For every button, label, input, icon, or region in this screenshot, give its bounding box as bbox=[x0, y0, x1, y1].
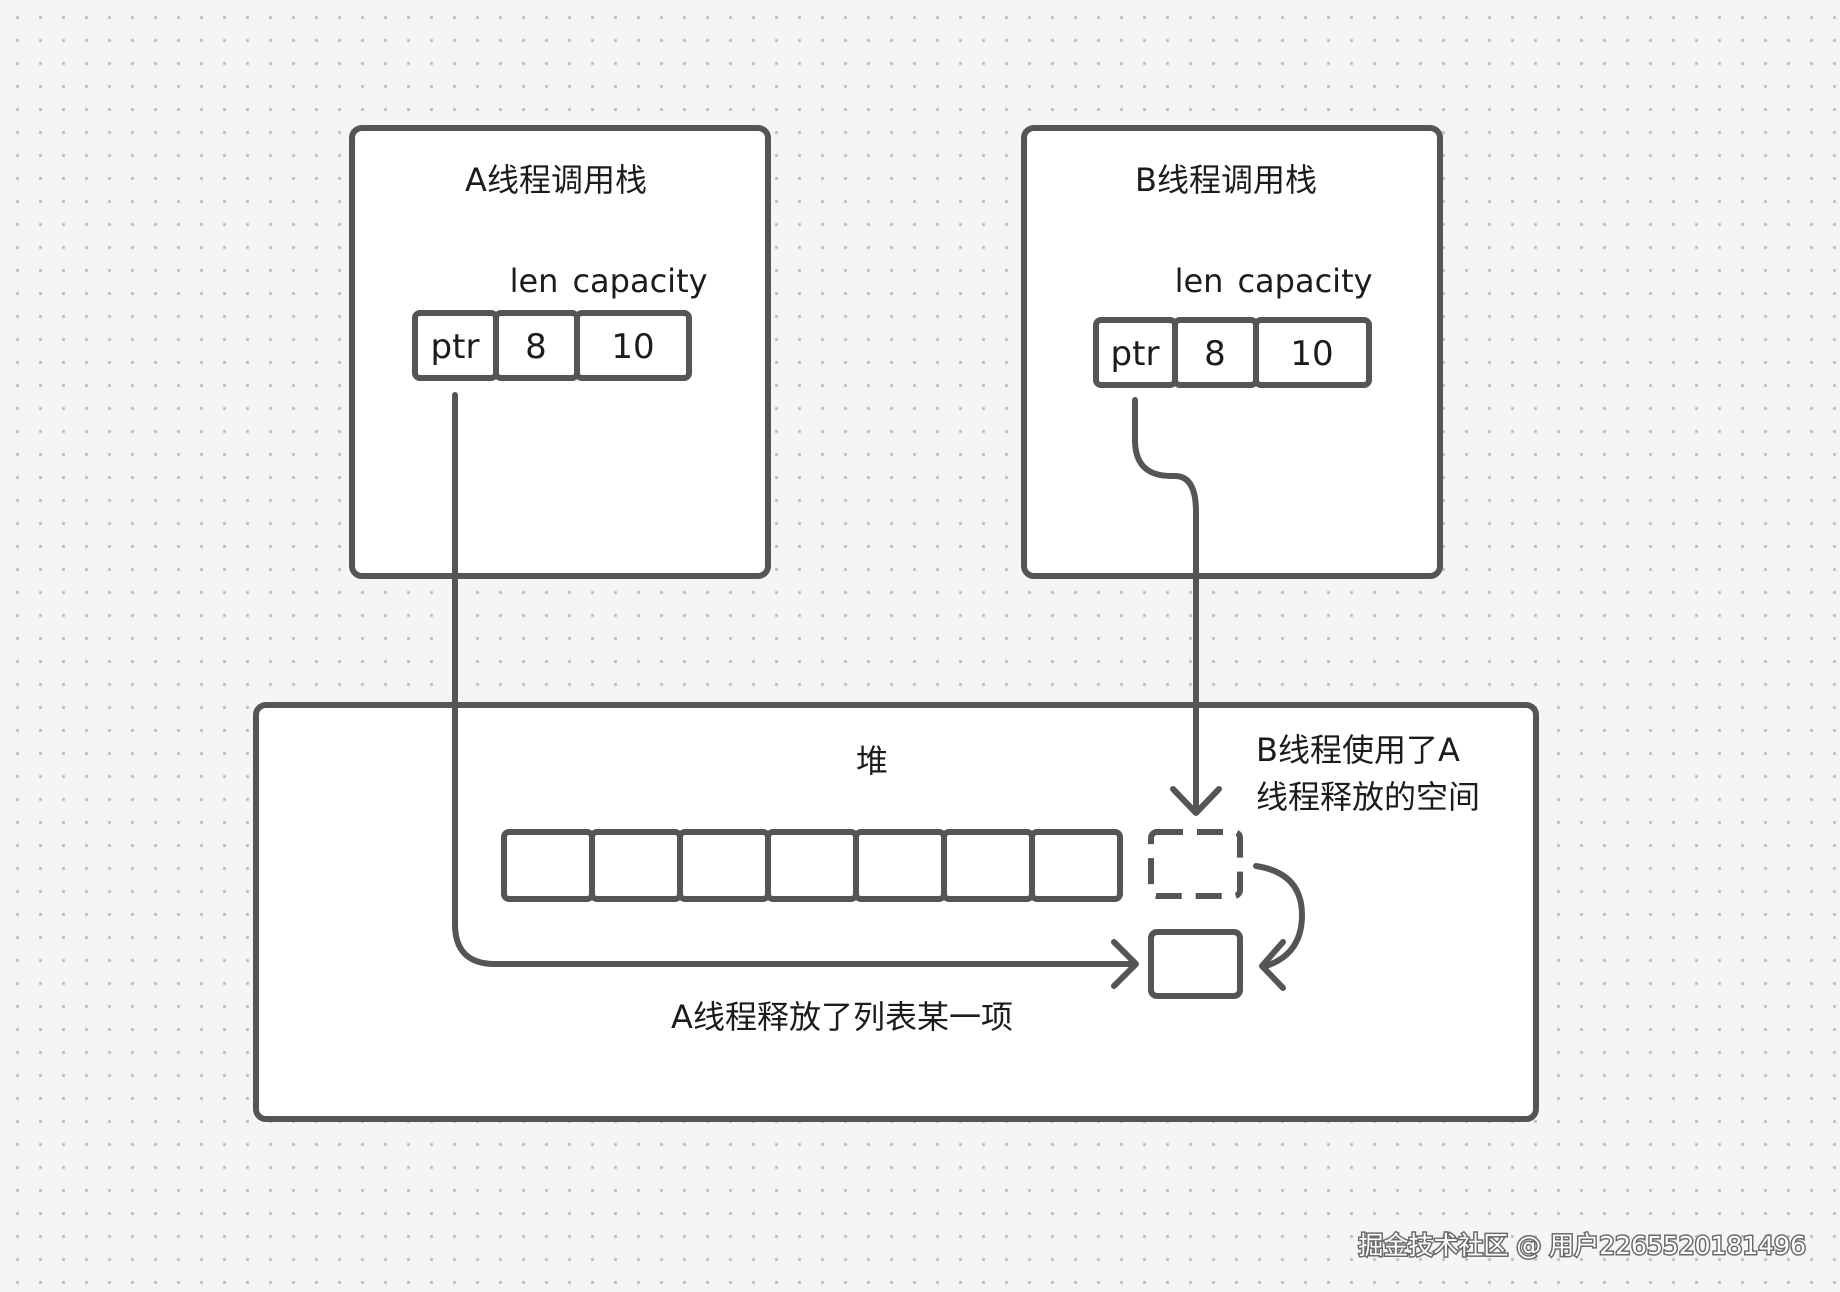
stack-b-pointer-arrowhead bbox=[1170, 786, 1222, 816]
stack-b-pointer-line bbox=[1132, 397, 1199, 815]
heap-note-a: A线程释放了列表某一项 bbox=[671, 998, 1013, 1036]
stack-a-panel: A线程调用栈 len capacity ptr 8 10 bbox=[349, 125, 771, 579]
stack-a-pointer-line bbox=[452, 392, 1137, 967]
heap-freed-slot bbox=[1148, 929, 1243, 999]
stack-b-len-value: 8 bbox=[1204, 334, 1226, 374]
heap-title: 堆 bbox=[856, 742, 888, 780]
heap-slot-3 bbox=[677, 829, 771, 902]
heap-slot-5 bbox=[853, 829, 947, 902]
heap-slot-list bbox=[501, 829, 1123, 902]
heap-slot-6 bbox=[941, 829, 1035, 902]
heap-slot-1 bbox=[501, 829, 595, 902]
watermark: 掘金技术社区 @ 用户2265520181496 bbox=[1358, 1231, 1806, 1260]
stack-b-capacity-value: 10 bbox=[1290, 334, 1333, 374]
heap-note-b-line2: 线程释放的空间 bbox=[1256, 778, 1480, 816]
heap-box bbox=[253, 702, 1539, 1122]
stack-b-capacity-cell bbox=[1253, 317, 1372, 388]
stack-b-panel: B线程调用栈 len capacity ptr 8 10 bbox=[1021, 125, 1443, 579]
heap-slot-7 bbox=[1029, 829, 1123, 902]
heap-panel: 堆 B线程使用了A 线程释放的空间 A线程释放了列表某一项 bbox=[253, 702, 1539, 1122]
stack-a-capacity-value: 10 bbox=[611, 327, 654, 367]
stack-b-ptr-label: ptr bbox=[1111, 334, 1160, 374]
heap-note-b-line1: B线程使用了A bbox=[1256, 731, 1460, 769]
stack-a-capacity-cell bbox=[574, 310, 692, 381]
stack-a-len-value: 8 bbox=[525, 327, 547, 367]
connector-group bbox=[452, 392, 1305, 991]
reuse-curve-line bbox=[1253, 863, 1305, 969]
stack-a-title: A线程调用栈 bbox=[465, 161, 647, 199]
stack-a-len-header: len bbox=[510, 262, 559, 300]
stack-a-ptr-label: ptr bbox=[431, 327, 480, 367]
stack-b-len-header: len bbox=[1175, 262, 1224, 300]
stack-b-title: B线程调用栈 bbox=[1135, 161, 1317, 199]
stack-a-pointer-arrowhead bbox=[1111, 939, 1139, 989]
reuse-curve-arrowhead bbox=[1259, 939, 1286, 991]
heap-slot-4 bbox=[765, 829, 859, 902]
heap-slot-2 bbox=[589, 829, 683, 902]
stack-b-capacity-header: capacity bbox=[1237, 262, 1372, 300]
stack-a-capacity-header: capacity bbox=[572, 262, 707, 300]
heap-reused-slot bbox=[1148, 829, 1243, 899]
